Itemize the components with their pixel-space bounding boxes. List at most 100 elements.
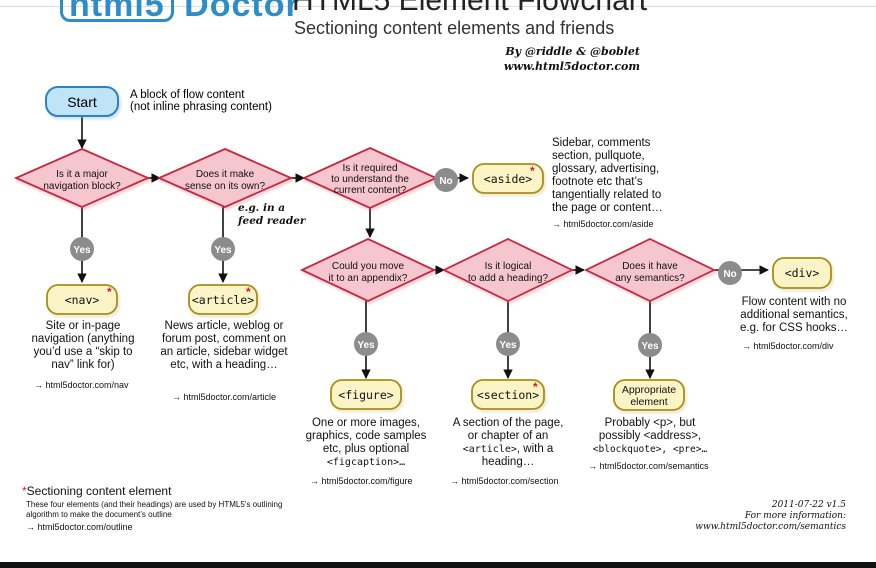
yes-label-figure: Yes	[357, 340, 375, 351]
no-circle-semantics	[718, 261, 742, 285]
footer-more: For more information:	[744, 511, 846, 521]
figure-link[interactable]: → html5doctor.com/figure	[310, 476, 413, 486]
byline: By @riddle & @boblet www.html5doctor.com	[504, 44, 640, 74]
question-article-line-1: Does it make	[196, 169, 255, 180]
diamond-section	[441, 237, 575, 303]
legend-body: These four elements (and their headings)…	[26, 500, 283, 519]
yes-circle-figure	[354, 332, 378, 356]
article-description: News article, weblog or forum post, comm…	[160, 320, 288, 371]
element-box-aside	[472, 163, 544, 194]
element-label-aside: <aside>	[484, 172, 533, 186]
element-box-figure	[330, 379, 402, 410]
footer-url[interactable]: www.html5doctor.com/semantics	[695, 522, 846, 532]
answer-labels: Yes Yes No Yes Yes Yes No	[73, 176, 736, 352]
diamonds	[13, 147, 717, 303]
yes-label-semantics: Yes	[641, 341, 659, 352]
no-label-semantics: No	[723, 269, 736, 280]
question-figure-line-2: it to an appendix?	[329, 273, 408, 284]
outline-link[interactable]: → html5doctor.com/outline	[26, 522, 133, 532]
star-article: *	[246, 285, 251, 299]
element-label-semantics-line-1: Appropriate	[622, 384, 676, 396]
section-description-part-2: , with a heading…	[481, 443, 554, 468]
semantics-description-line-1: Probably <p>, but possibly <address>,	[598, 417, 702, 442]
bottom-bar	[0, 562, 876, 568]
article-link[interactable]: → html5doctor.com/article	[172, 392, 277, 402]
footer-version: 2011-07-22 v1.5	[771, 500, 846, 510]
diamond-article	[156, 148, 294, 208]
semantics-link[interactable]: → html5doctor.com/semantics	[588, 461, 709, 471]
byline-authors: By @riddle & @boblet	[505, 45, 640, 58]
top-rule	[0, 6, 876, 7]
question-semantics-line-1: Does it have	[622, 261, 678, 272]
semantics-description: Probably <p>, but possibly <address>, <b…	[588, 417, 712, 456]
diamond-labels: Is it a major navigation block? Does it …	[43, 163, 685, 284]
diamond-semantics	[583, 237, 717, 303]
legend-title: *Sectioning content element	[22, 484, 171, 498]
element-box-section	[471, 379, 545, 410]
section-description-code: <article>	[462, 444, 517, 455]
question-nav-line-2: navigation block?	[43, 181, 121, 192]
section-link[interactable]: → html5doctor.com/section	[450, 476, 559, 486]
legend-star: *	[22, 484, 27, 498]
element-box-nav	[46, 284, 118, 315]
question-article-line-2: sense on its own?	[185, 181, 265, 192]
aside-link[interactable]: → html5doctor.com/aside	[552, 219, 654, 229]
question-section-line-1: Is it logical	[485, 261, 532, 272]
start-node	[45, 86, 119, 117]
element-label-article: <article>	[192, 293, 254, 307]
yes-circle-article	[211, 237, 235, 261]
start-note-line-2: (not inline phrasing content)	[130, 101, 272, 113]
yes-circle-semantics	[638, 333, 662, 357]
semantics-description-code: <blockquote>, <pre>…	[592, 444, 708, 455]
element-labels: <nav> <article> <aside> <figure> <sectio…	[65, 172, 820, 402]
div-description: Flow content with no additional semantic…	[739, 296, 849, 334]
feed-reader-note: e.g. in a feed reader	[238, 202, 305, 228]
diamond-figure	[299, 238, 437, 302]
html5doctor-logo: html5 Doctor	[60, 0, 300, 25]
yes-label-article: Yes	[214, 245, 232, 256]
yes-circle-section	[496, 332, 520, 356]
question-aside-line-1: Is it required	[342, 163, 397, 174]
answer-circles	[70, 168, 742, 357]
diamond-aside	[301, 147, 439, 209]
element-box-article	[188, 284, 258, 315]
yes-label-section: Yes	[499, 340, 517, 351]
star-section: *	[533, 380, 538, 394]
nav-description: Site or in-page navigation (anything you…	[31, 320, 135, 371]
element-box-div	[772, 257, 832, 289]
sectioning-stars: * * * *	[107, 164, 538, 394]
yes-label-nav: Yes	[73, 245, 91, 256]
start-shape	[45, 86, 119, 117]
page-title: HTML5 Element Flowchart	[292, 0, 648, 17]
question-section-line-2: to add a heading?	[468, 273, 549, 284]
start-note-line-1: A block of flow content	[130, 89, 245, 101]
question-figure-line-1: Could you move	[332, 261, 405, 272]
aside-description: Sidebar, comments section, pullquote, gl…	[552, 137, 663, 214]
star-nav: *	[107, 285, 112, 299]
figure-description: One or more images, graphics, code sampl…	[298, 417, 434, 469]
question-aside-line-2: to understand the	[331, 174, 409, 185]
page-subtitle: Sectioning content elements and friends	[294, 18, 615, 38]
appropriate-element-label: Appropriate element	[622, 384, 676, 408]
nav-link[interactable]: → html5doctor.com/nav	[34, 380, 129, 390]
legend-title-text: Sectioning content element	[26, 484, 172, 498]
figure-description-code: <figcaption>…	[326, 457, 406, 468]
question-aside-line-3: current content?	[334, 185, 407, 196]
element-label-figure: <figure>	[338, 388, 393, 402]
feed-reader-note-line-2: feed reader	[238, 215, 306, 227]
byline-url: www.html5doctor.com	[503, 60, 640, 73]
div-link[interactable]: → html5doctor.com/div	[742, 341, 834, 351]
start-label: Start	[67, 94, 97, 110]
no-circle-aside	[434, 168, 458, 192]
question-semantics-line-2: any semantics?	[615, 273, 685, 284]
star-aside: *	[530, 164, 535, 178]
element-label-div: <div>	[785, 266, 820, 280]
section-description-part-1: A section of the page, or chapter of an	[452, 417, 564, 442]
feed-reader-note-line-1: e.g. in a	[238, 202, 286, 214]
question-nav-line-1: Is it a major	[56, 169, 108, 180]
figure-description-line-1: One or more images, graphics, code sampl…	[305, 417, 427, 455]
element-boxes	[46, 163, 832, 411]
section-description: A section of the page, or chapter of an …	[446, 417, 570, 469]
element-label-semantics-line-2: element	[630, 396, 667, 408]
